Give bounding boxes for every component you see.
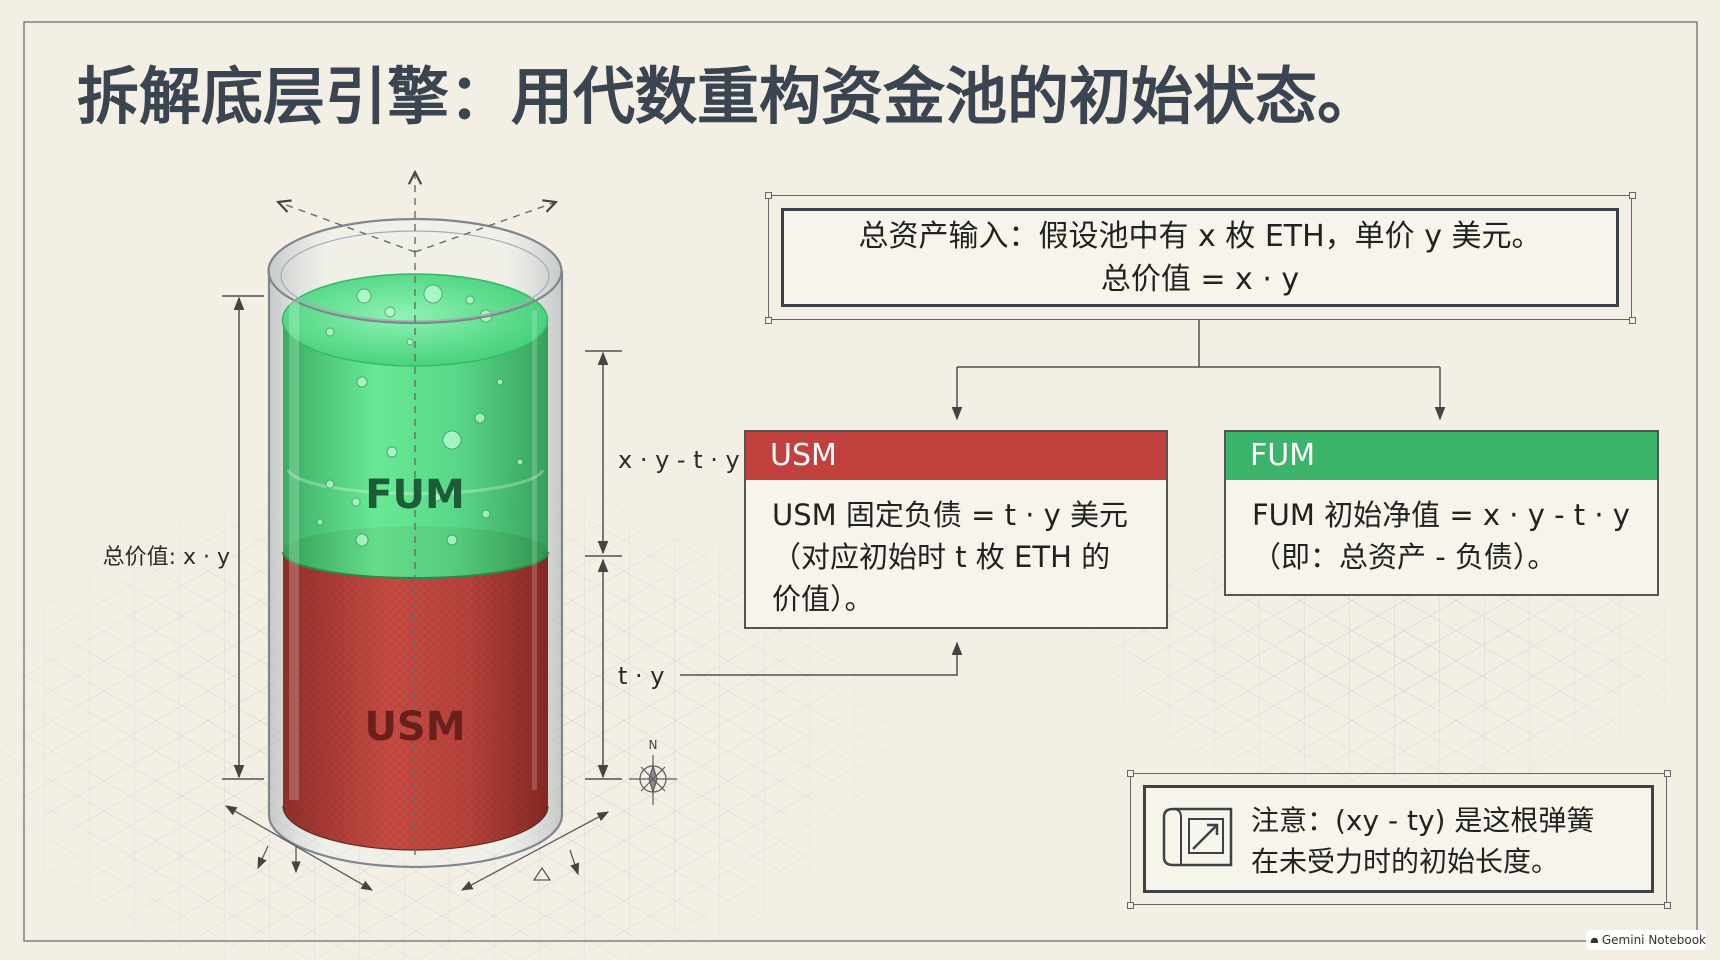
- blueprint-icon: [1162, 807, 1233, 867]
- blueprint-sheet: [1162, 807, 1233, 867]
- fum-card-header: FUM: [1226, 432, 1657, 480]
- frame-corner: [1664, 770, 1671, 777]
- blueprint-frame: [1188, 818, 1224, 854]
- usm-card: USM USM 固定负债 = t · y 美元 （对应初始时 t 枚 ETH 的…: [744, 430, 1168, 629]
- base-small-arrow: [257, 845, 269, 870]
- fum-liquid-label: FUM: [365, 472, 465, 518]
- bubbles: [316, 284, 524, 547]
- dimension-split: [585, 350, 622, 780]
- bubble: [496, 378, 504, 386]
- dimension-label-total: 总价值: x · y: [103, 545, 230, 570]
- bubble: [351, 497, 361, 507]
- frame-corner: [765, 317, 772, 324]
- blueprint-roll: [1172, 808, 1182, 865]
- fum-card-body: FUM 初始净值 = x · y - t · y （即：总资产 - 负债）。: [1226, 480, 1657, 578]
- dimension-label-lower: t · y: [618, 662, 665, 690]
- blueprint-arrow-head: [1207, 823, 1219, 835]
- gemini-logo-shape: [1590, 937, 1599, 943]
- usm-card-body: USM 固定负债 = t · y 美元 （对应初始时 t 枚 ETH 的 价值）…: [746, 480, 1166, 620]
- input-box-line: 总资产输入：假设池中有 x 枚 ETH，单价 y 美元。: [858, 218, 1542, 254]
- note-text: 注意：(xy - ty) 是这根弹簧 在未受力时的初始长度。: [1251, 800, 1594, 882]
- frame-corner: [1127, 770, 1134, 777]
- input-box-line: 总价值 = x · y: [1100, 261, 1300, 297]
- watermark: Gemini Notebook: [1586, 930, 1706, 950]
- total-assets-input-box: 总资产输入：假设池中有 x 枚 ETH，单价 y 美元。 总价值 = x · y: [781, 208, 1619, 307]
- base-line-right: [460, 811, 610, 891]
- usm-card-line: （对应初始时 t 枚 ETH 的: [772, 540, 1111, 574]
- usm-liquid-label: USM: [364, 704, 465, 750]
- bubble: [481, 509, 491, 519]
- usm-card-header: USM: [746, 432, 1166, 480]
- bubble: [386, 446, 398, 458]
- bubble: [316, 518, 324, 526]
- bubble: [423, 284, 443, 304]
- frame-corner: [1127, 902, 1134, 909]
- page-title: 拆解底层引擎：用代数重构资金池的初始状态。: [77, 60, 1380, 133]
- bubble: [516, 458, 524, 466]
- input-box-outer-frame: [768, 195, 1632, 320]
- bubble: [465, 295, 475, 305]
- note-line: 在未受力时的初始长度。: [1251, 845, 1560, 878]
- compass-diagonal: [640, 766, 666, 792]
- bubble: [356, 376, 368, 388]
- bubble: [325, 327, 335, 337]
- page-frame: [23, 21, 1698, 942]
- cylinder-axes: [278, 172, 556, 860]
- bubble: [325, 479, 335, 489]
- glass-highlight-right: [532, 310, 537, 790]
- red-liquid-hatch-b: [283, 526, 548, 850]
- compass-rose: [629, 755, 677, 805]
- base-line-left: [224, 805, 374, 891]
- bubble: [355, 533, 369, 547]
- gemini-logo-icon: [1590, 937, 1599, 943]
- bubble: [442, 430, 462, 450]
- compass-north-label: N: [649, 738, 658, 752]
- base-small-arrow: [569, 849, 580, 876]
- note-box-outer-frame: [1130, 773, 1667, 905]
- fum-card-line: FUM 初始净值 = x · y - t · y: [1252, 498, 1630, 532]
- split-connector: [951, 320, 1446, 421]
- frame-corner: [1664, 902, 1671, 909]
- note-box: [1143, 785, 1654, 893]
- bubble: [384, 306, 396, 318]
- fum-card: FUM FUM 初始净值 = x · y - t · y （即：总资产 - 负债…: [1224, 430, 1659, 596]
- red-liquid-usm: [283, 526, 548, 850]
- usm-card-line: USM 固定负债 = t · y 美元: [772, 498, 1129, 532]
- liquid-sheen-band: [286, 469, 545, 496]
- bubble: [446, 534, 458, 546]
- glass-highlight-left: [289, 300, 299, 800]
- glass-outline: [267, 217, 564, 869]
- frame-corner: [1629, 317, 1636, 324]
- note-line: 注意：(xy - ty) 是这根弹簧: [1251, 804, 1595, 837]
- blueprint-arrow-shaft: [1192, 825, 1217, 850]
- fum-card-line: （即：总资产 - 负债）。: [1252, 540, 1557, 574]
- bubble: [406, 338, 414, 346]
- base-triangle-mark: [532, 866, 552, 881]
- base-dimensions: [224, 805, 610, 891]
- usm-card-line: 价值）。: [772, 582, 874, 616]
- watermark-text: Gemini Notebook: [1601, 933, 1706, 947]
- frame-corner: [765, 192, 772, 199]
- frame-corner: [1629, 192, 1636, 199]
- dimension-label-upper: x · y - t · y: [618, 446, 740, 474]
- bubble: [474, 412, 486, 424]
- axis-left-diagonal: [278, 202, 416, 253]
- liability-link-arrow: [680, 641, 963, 676]
- bubble: [356, 288, 372, 304]
- bubble: [432, 492, 442, 502]
- dimension-total: [222, 295, 264, 780]
